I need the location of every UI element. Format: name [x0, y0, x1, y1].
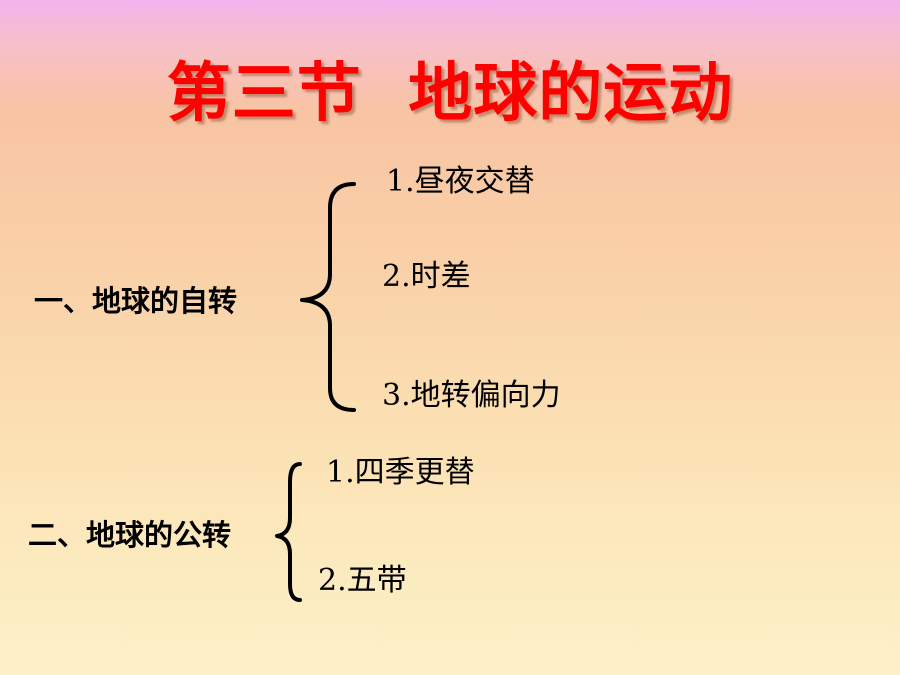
list-item-coriolis: 3.地转偏向力	[382, 378, 561, 413]
list-item-time-difference: 2.时差	[382, 259, 471, 294]
list-item-seasons: 1.四季更替	[326, 455, 475, 490]
section-heading-revolution: 二、地球的公转	[28, 518, 232, 552]
brace-revolution	[275, 462, 302, 602]
list-item-day-night: 1.昼夜交替	[386, 164, 535, 199]
slide-title: 第三节 地球的运动	[166, 57, 734, 131]
list-item-five-zones: 2.五带	[318, 563, 407, 598]
section-heading-rotation: 一、地球的自转	[34, 284, 238, 318]
brace-rotation	[300, 182, 356, 412]
